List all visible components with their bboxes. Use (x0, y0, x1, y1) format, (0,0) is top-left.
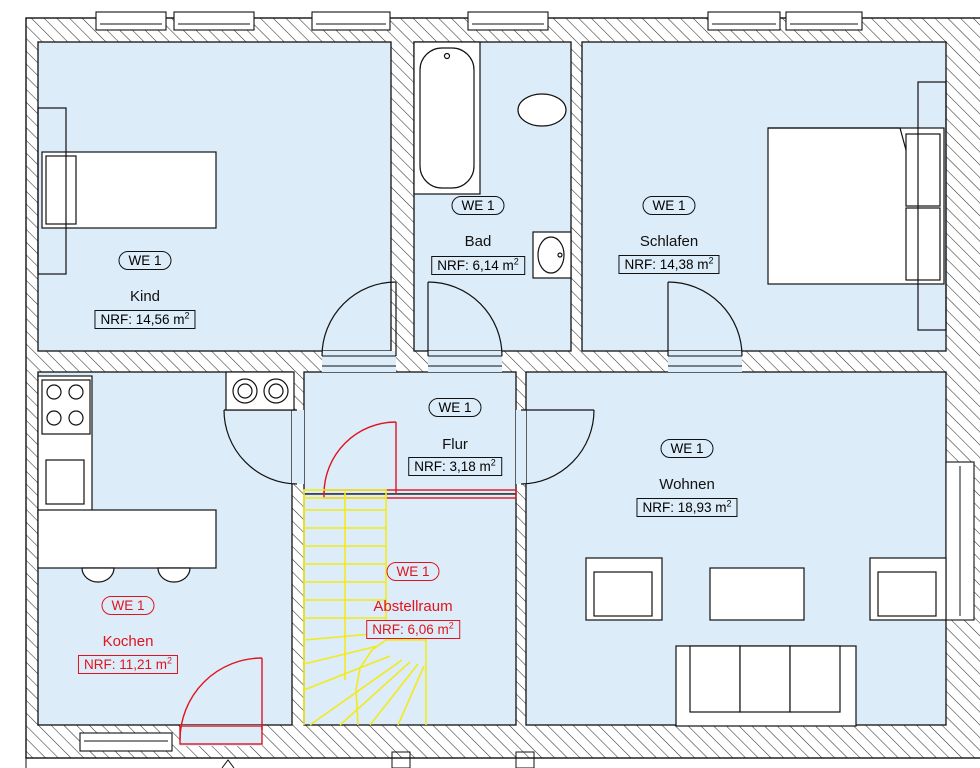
door-opening-bad (428, 351, 502, 372)
window-kochen (79, 732, 173, 752)
room-name-kind: Kind (129, 288, 161, 305)
unit-tag-kochen: WE 1 (101, 596, 155, 615)
room-area-schlafen: NRF: 14,38 m2 (618, 255, 720, 274)
unit-tag-bad: WE 1 (451, 196, 505, 215)
window-kind-2 (173, 11, 255, 31)
window-schlafen-1 (707, 11, 781, 31)
room-area-abstellraum: NRF: 6,06 m2 (366, 620, 460, 639)
bar-stools-symbol (81, 567, 191, 583)
unit-tag-wohnen: WE 1 (660, 439, 714, 458)
door-opening-schlafen (668, 351, 742, 372)
unit-tag-schlafen: WE 1 (642, 196, 696, 215)
bathtub-symbol (413, 41, 481, 195)
room-name-bad: Bad (464, 233, 492, 250)
armchair-right-symbol (869, 557, 947, 621)
stove-symbol (41, 379, 91, 435)
washbasin-symbol (532, 231, 572, 279)
unit-tag-kind: WE 1 (118, 251, 172, 270)
window-kind-1 (95, 11, 167, 31)
room-name-schlafen: Schlafen (639, 233, 699, 250)
room-area-wohnen: NRF: 18,93 m2 (636, 498, 738, 517)
door-opening-wohnen (516, 410, 526, 484)
window-schlafen-2 (785, 11, 863, 31)
bed-double-symbol (767, 81, 947, 331)
stairs-symbol (303, 489, 427, 726)
window-bad (311, 11, 391, 31)
unit-tag-abstellraum: WE 1 (386, 562, 440, 581)
door-opening-kochen (292, 410, 304, 484)
washer-symbol (225, 371, 295, 411)
door-opening-entrance (180, 725, 262, 746)
room-area-kochen: NRF: 11,21 m2 (77, 655, 179, 674)
bed-single-symbol (37, 107, 217, 275)
window-flur (467, 11, 549, 31)
room-name-abstellraum: Abstellraum (373, 598, 453, 615)
sofa-symbol (675, 645, 857, 727)
door-opening-kind (322, 351, 396, 372)
room-area-bad: NRF: 6,14 m2 (431, 256, 525, 275)
unit-tag-flur: WE 1 (428, 398, 482, 417)
toilet-symbol (517, 93, 567, 127)
room-area-flur: NRF: 3,18 m2 (408, 457, 502, 476)
room-name-flur: Flur (442, 436, 468, 453)
table-symbol (709, 567, 805, 621)
room-name-kochen: Kochen (102, 633, 154, 650)
armchair-left-symbol (585, 557, 663, 621)
room-area-kind: NRF: 14,56 m2 (94, 310, 196, 329)
room-name-wohnen: Wohnen (659, 476, 715, 493)
